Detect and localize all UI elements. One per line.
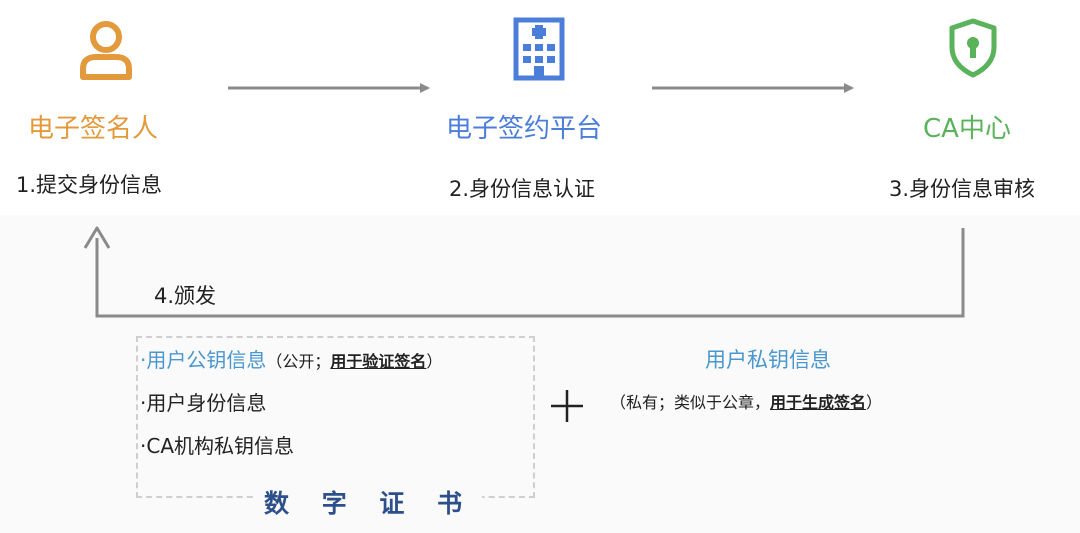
step-3-label: 3.身份信息审核 bbox=[889, 177, 1036, 201]
pubkey-paren-bold: 用于验证签名 bbox=[330, 352, 427, 371]
ca-title: CA中心 bbox=[923, 114, 1011, 144]
platform-title: 电子签约平台 bbox=[446, 114, 603, 144]
arrow-issue-return bbox=[95, 228, 965, 318]
person-icon bbox=[80, 21, 132, 80]
private-key-note: （私有；类似于公章，用于生成签名） bbox=[610, 389, 882, 413]
bullet: · bbox=[140, 391, 147, 415]
ca-key-text: CA机构私钥信息 bbox=[146, 434, 295, 458]
pubkey-paren-close: ） bbox=[426, 352, 443, 371]
pubkey-text: 用户公钥信息 bbox=[146, 348, 267, 372]
private-note-close: ） bbox=[866, 393, 883, 412]
private-key-title: 用户私钥信息 bbox=[705, 348, 831, 372]
building-icon bbox=[513, 17, 565, 81]
shield-lock-icon bbox=[949, 18, 997, 78]
private-note-bold: 用于生成签名 bbox=[770, 393, 867, 412]
lower-panel bbox=[0, 215, 1080, 533]
certificate-label: 数 字 证 书 bbox=[256, 484, 483, 520]
cert-item-pubkey: ·用户公钥信息（公开；用于验证签名） bbox=[140, 344, 442, 373]
bullet: · bbox=[140, 348, 147, 372]
cert-item-ca-key: ·CA机构私钥信息 bbox=[140, 430, 294, 459]
step-1-label: 1.提交身份信息 bbox=[16, 173, 163, 197]
step-2-label: 2.身份信息认证 bbox=[449, 177, 596, 201]
plus-icon bbox=[551, 390, 583, 422]
signer-title: 电子签名人 bbox=[28, 114, 159, 144]
pubkey-paren-open: （公开； bbox=[266, 352, 331, 371]
arrow-issue-head bbox=[83, 226, 111, 249]
bullet: · bbox=[140, 434, 147, 458]
private-note-open: （私有；类似于公章， bbox=[610, 393, 771, 412]
identity-text: 用户身份信息 bbox=[146, 391, 267, 415]
cert-item-identity: ·用户身份信息 bbox=[140, 387, 266, 416]
step-4-label: 4.颁发 bbox=[154, 284, 217, 308]
